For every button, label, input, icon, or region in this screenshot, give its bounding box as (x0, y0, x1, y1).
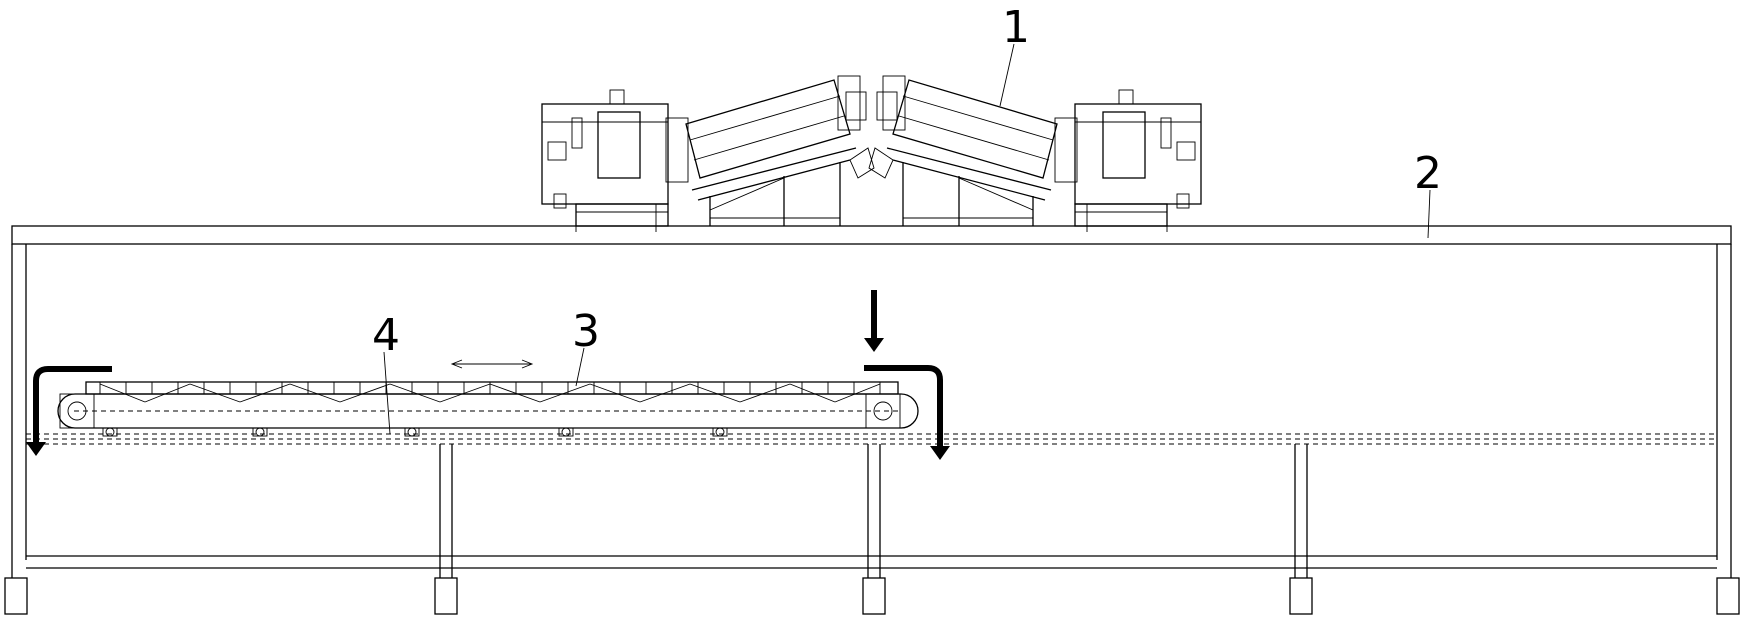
idler-bracket (712, 427, 728, 437)
left-control-cabinet (541, 89, 669, 232)
truss-diagonal (589, 383, 641, 403)
conveyor-truss (99, 382, 881, 403)
support-columns (434, 444, 1313, 615)
idler-bracket (558, 427, 574, 437)
truss-diagonal (289, 383, 341, 403)
idler-roller (255, 427, 265, 437)
right-screw-press (868, 75, 1078, 226)
truss-diagonal (339, 383, 391, 403)
callout-2: 2 (1414, 148, 1442, 199)
left-screw-press (665, 75, 875, 226)
truss-diagonal (99, 383, 146, 403)
feed-arrow-down (864, 290, 884, 352)
leader-lines (383, 43, 1431, 435)
callout-4: 4 (372, 310, 400, 361)
conveyor-idlers (102, 427, 728, 437)
truss-diagonal (834, 383, 881, 403)
truss-diagonal (239, 383, 291, 403)
idler-roller (407, 427, 417, 437)
left-discharge-arrow (26, 366, 112, 456)
reciprocating-motion-arrow (450, 359, 534, 369)
truss-diagonal (189, 383, 241, 403)
right-discharge-arrow (864, 365, 950, 460)
truss-diagonal (144, 383, 191, 403)
truss-diagonal (439, 383, 491, 403)
truss-diagonal (539, 383, 591, 403)
truss-diagonal (689, 383, 741, 403)
rail-dashed-lines (26, 433, 1717, 445)
idler-roller (561, 427, 571, 437)
idler-bracket (404, 427, 420, 437)
belt-conveyor (57, 381, 919, 429)
platform-frame (4, 225, 1740, 615)
callout-3: 3 (572, 306, 600, 357)
right-control-cabinet (1074, 89, 1202, 232)
callout-1: 1 (1002, 2, 1030, 53)
truss-diagonal (739, 383, 791, 403)
truss-diagonal (639, 383, 691, 403)
idler-roller (715, 427, 725, 437)
truss-diagonal (489, 383, 541, 403)
idler-bracket (252, 427, 268, 437)
truss-diagonal (389, 383, 441, 403)
idler-bracket (102, 427, 118, 437)
idler-roller (105, 427, 115, 437)
truss-diagonal (789, 383, 836, 403)
